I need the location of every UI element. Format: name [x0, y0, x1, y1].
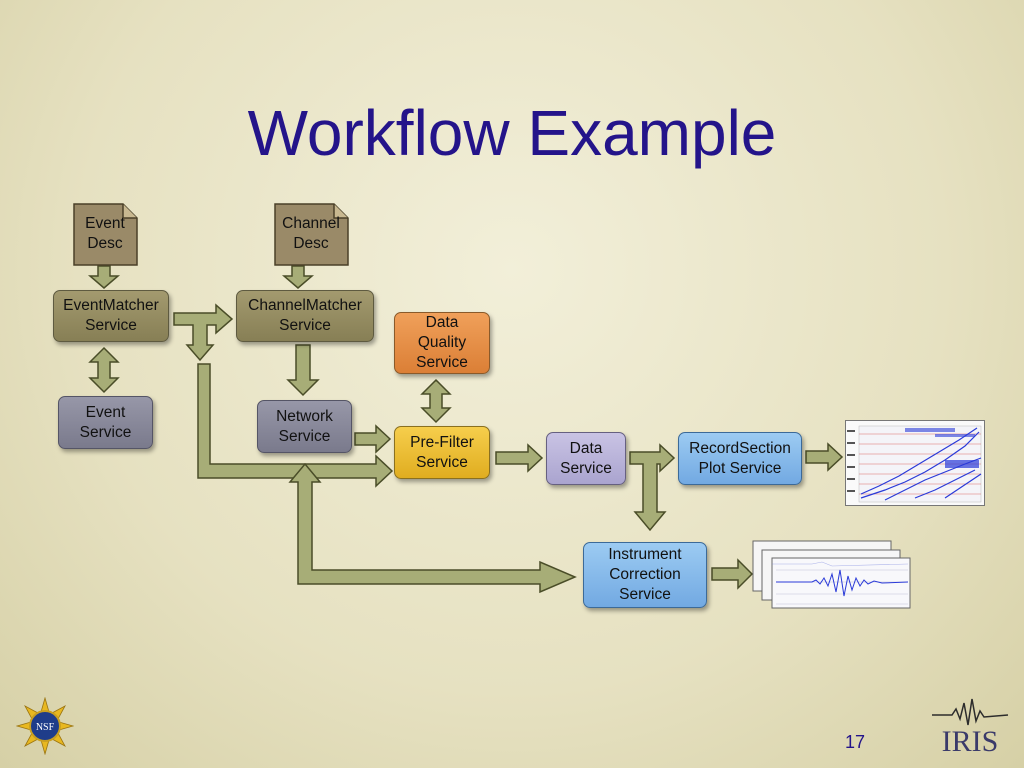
arrow-dataquality-prefilter [420, 378, 452, 424]
nsf-logo-text: NSF [36, 722, 55, 733]
event-desc-document [73, 203, 138, 266]
eventmatcher-service-label: EventMatcher Service [63, 297, 159, 334]
page-number: 17 [845, 732, 866, 752]
arrow-channeldesc-to-channelmatcher [281, 265, 315, 289]
channelmatcher-service-label: ChannelMatcher Service [248, 297, 362, 334]
channel-desc-label: Channel Desc [282, 215, 340, 252]
data-service-label: Data Service [560, 439, 612, 477]
recordsection-plot-service-node: RecordSection Plot Service [678, 432, 802, 485]
arrow-eventmatcher-eventservice [88, 346, 120, 394]
pre-filter-service-node: Pre-Filter Service [394, 426, 490, 479]
recordsection-plot-service-label: RecordSection Plot Service [689, 439, 791, 477]
slide-title: Workflow Example [247, 97, 777, 169]
arrow-recordsection-to-plot [805, 442, 844, 472]
network-service-node: Network Service [257, 400, 352, 453]
arrow-eventmatcher-to-channelmatcher [173, 303, 234, 362]
data-quality-service-node: Data Quality Service [394, 312, 490, 374]
arrow-instrument-to-waveforms [711, 558, 754, 590]
pre-filter-service-label: Pre-Filter Service [410, 433, 474, 471]
channel-desc-node: Channel Desc [274, 203, 348, 265]
instrument-correction-service-label: Instrument Correction Service [608, 546, 682, 603]
instrument-correction-service-node: Instrument Correction Service [583, 542, 707, 608]
arrow-prefilter-to-data [495, 443, 544, 473]
arrow-to-network-and-instrument [288, 462, 577, 594]
channel-desc-document [274, 203, 349, 266]
arrow-data-to-recordsection [629, 443, 676, 532]
event-desc-label: Event Desc [85, 215, 125, 252]
event-service-node: Event Service [58, 396, 153, 449]
iris-logo: IRIS [932, 698, 1009, 755]
arrow-channelmatcher-to-network [286, 344, 320, 397]
iris-logo-text: IRIS [942, 725, 999, 755]
record-section-plot-image [845, 420, 985, 506]
data-quality-service-label: Data Quality Service [416, 314, 468, 371]
arrow-eventmatcher-to-prefilter [197, 363, 394, 488]
arrow-eventdesc-to-eventmatcher [87, 265, 121, 289]
eventmatcher-service-node: EventMatcher Service [53, 290, 169, 342]
waveform-plot-images [752, 540, 911, 609]
arrow-network-to-prefilter [354, 424, 392, 454]
channelmatcher-service-node: ChannelMatcher Service [236, 290, 374, 342]
network-service-label: Network Service [276, 407, 333, 445]
event-desc-node: Event Desc [73, 203, 137, 265]
event-service-label: Event Service [79, 403, 132, 441]
nsf-logo: NSF [16, 697, 74, 755]
data-service-node: Data Service [546, 432, 626, 485]
